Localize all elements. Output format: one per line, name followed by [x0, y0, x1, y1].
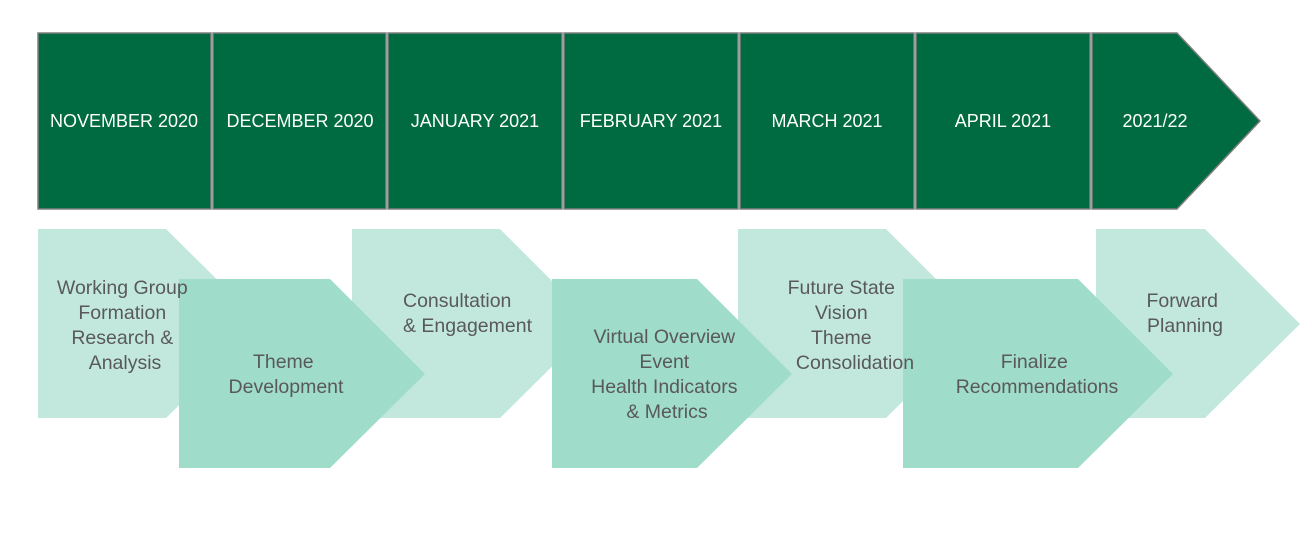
- phase-label: Theme Development: [229, 351, 344, 398]
- month-arrow-box: [1091, 32, 1262, 210]
- month-label: 2021/22: [1122, 111, 1187, 131]
- phase-chevron: [552, 279, 792, 468]
- month-box: [739, 32, 915, 210]
- phase-label-line: Theme: [253, 351, 314, 373]
- phase-label-line: Consolidation: [796, 352, 914, 374]
- month-box: [563, 32, 739, 210]
- phase-label: Virtual Overview Event Health Indicators…: [591, 326, 743, 423]
- month-label: APRIL 2021: [955, 111, 1051, 131]
- month-box: [915, 32, 1091, 210]
- phase-label-line: Formation: [78, 302, 166, 324]
- phase-label-line: Theme: [811, 327, 872, 349]
- phase-label-line: Research &: [71, 327, 173, 349]
- phase-label-line: Health Indicators: [591, 376, 738, 398]
- phase-label: Future State Vision Theme Consolidation: [788, 277, 914, 374]
- phase-label-line: & Metrics: [626, 401, 708, 423]
- month-box: [387, 32, 563, 210]
- phase-label: Working Group Formation Research & Analy…: [57, 277, 193, 374]
- month-label: MARCH 2021: [771, 111, 882, 131]
- month-label: DECEMBER 2020: [226, 111, 373, 131]
- phase-label: Forward Planning: [1147, 290, 1224, 337]
- month-label: NOVEMBER 2020: [50, 111, 198, 131]
- month-header-row: NOVEMBER 2020 DECEMBER 2020 JANUARY 2021…: [37, 32, 1262, 210]
- phase-label-line: Virtual Overview: [593, 326, 736, 348]
- phase-labels: Working Group Formation Research & Analy…: [57, 277, 1224, 423]
- phase-label-line: & Engagement: [403, 315, 533, 337]
- month-label: JANUARY 2021: [411, 111, 539, 131]
- month-box: [212, 32, 387, 210]
- phase-label-line: Consultation: [403, 290, 511, 312]
- phase-row-lower: [179, 279, 1173, 468]
- phase-label-line: Analysis: [89, 352, 162, 374]
- phase-label: Consultation & Engagement: [403, 290, 533, 337]
- phase-label-line: Planning: [1147, 315, 1223, 337]
- phase-label-line: Recommendations: [956, 376, 1119, 398]
- phase-chevron: [903, 279, 1173, 468]
- phase-label-line: Development: [229, 376, 344, 398]
- phase-label-line: Finalize: [1001, 351, 1068, 373]
- phase-label-line: Forward: [1147, 290, 1219, 312]
- month-label: FEBRUARY 2021: [580, 111, 722, 131]
- phase-label-line: Future State: [788, 277, 895, 299]
- phase-label-line: Event: [639, 351, 689, 373]
- phase-label: Finalize Recommendations: [956, 351, 1119, 398]
- phase-label-line: Vision: [815, 302, 868, 324]
- month-box: [37, 32, 212, 210]
- phase-chevron: [179, 279, 425, 468]
- phase-label-line: Working Group: [57, 277, 188, 299]
